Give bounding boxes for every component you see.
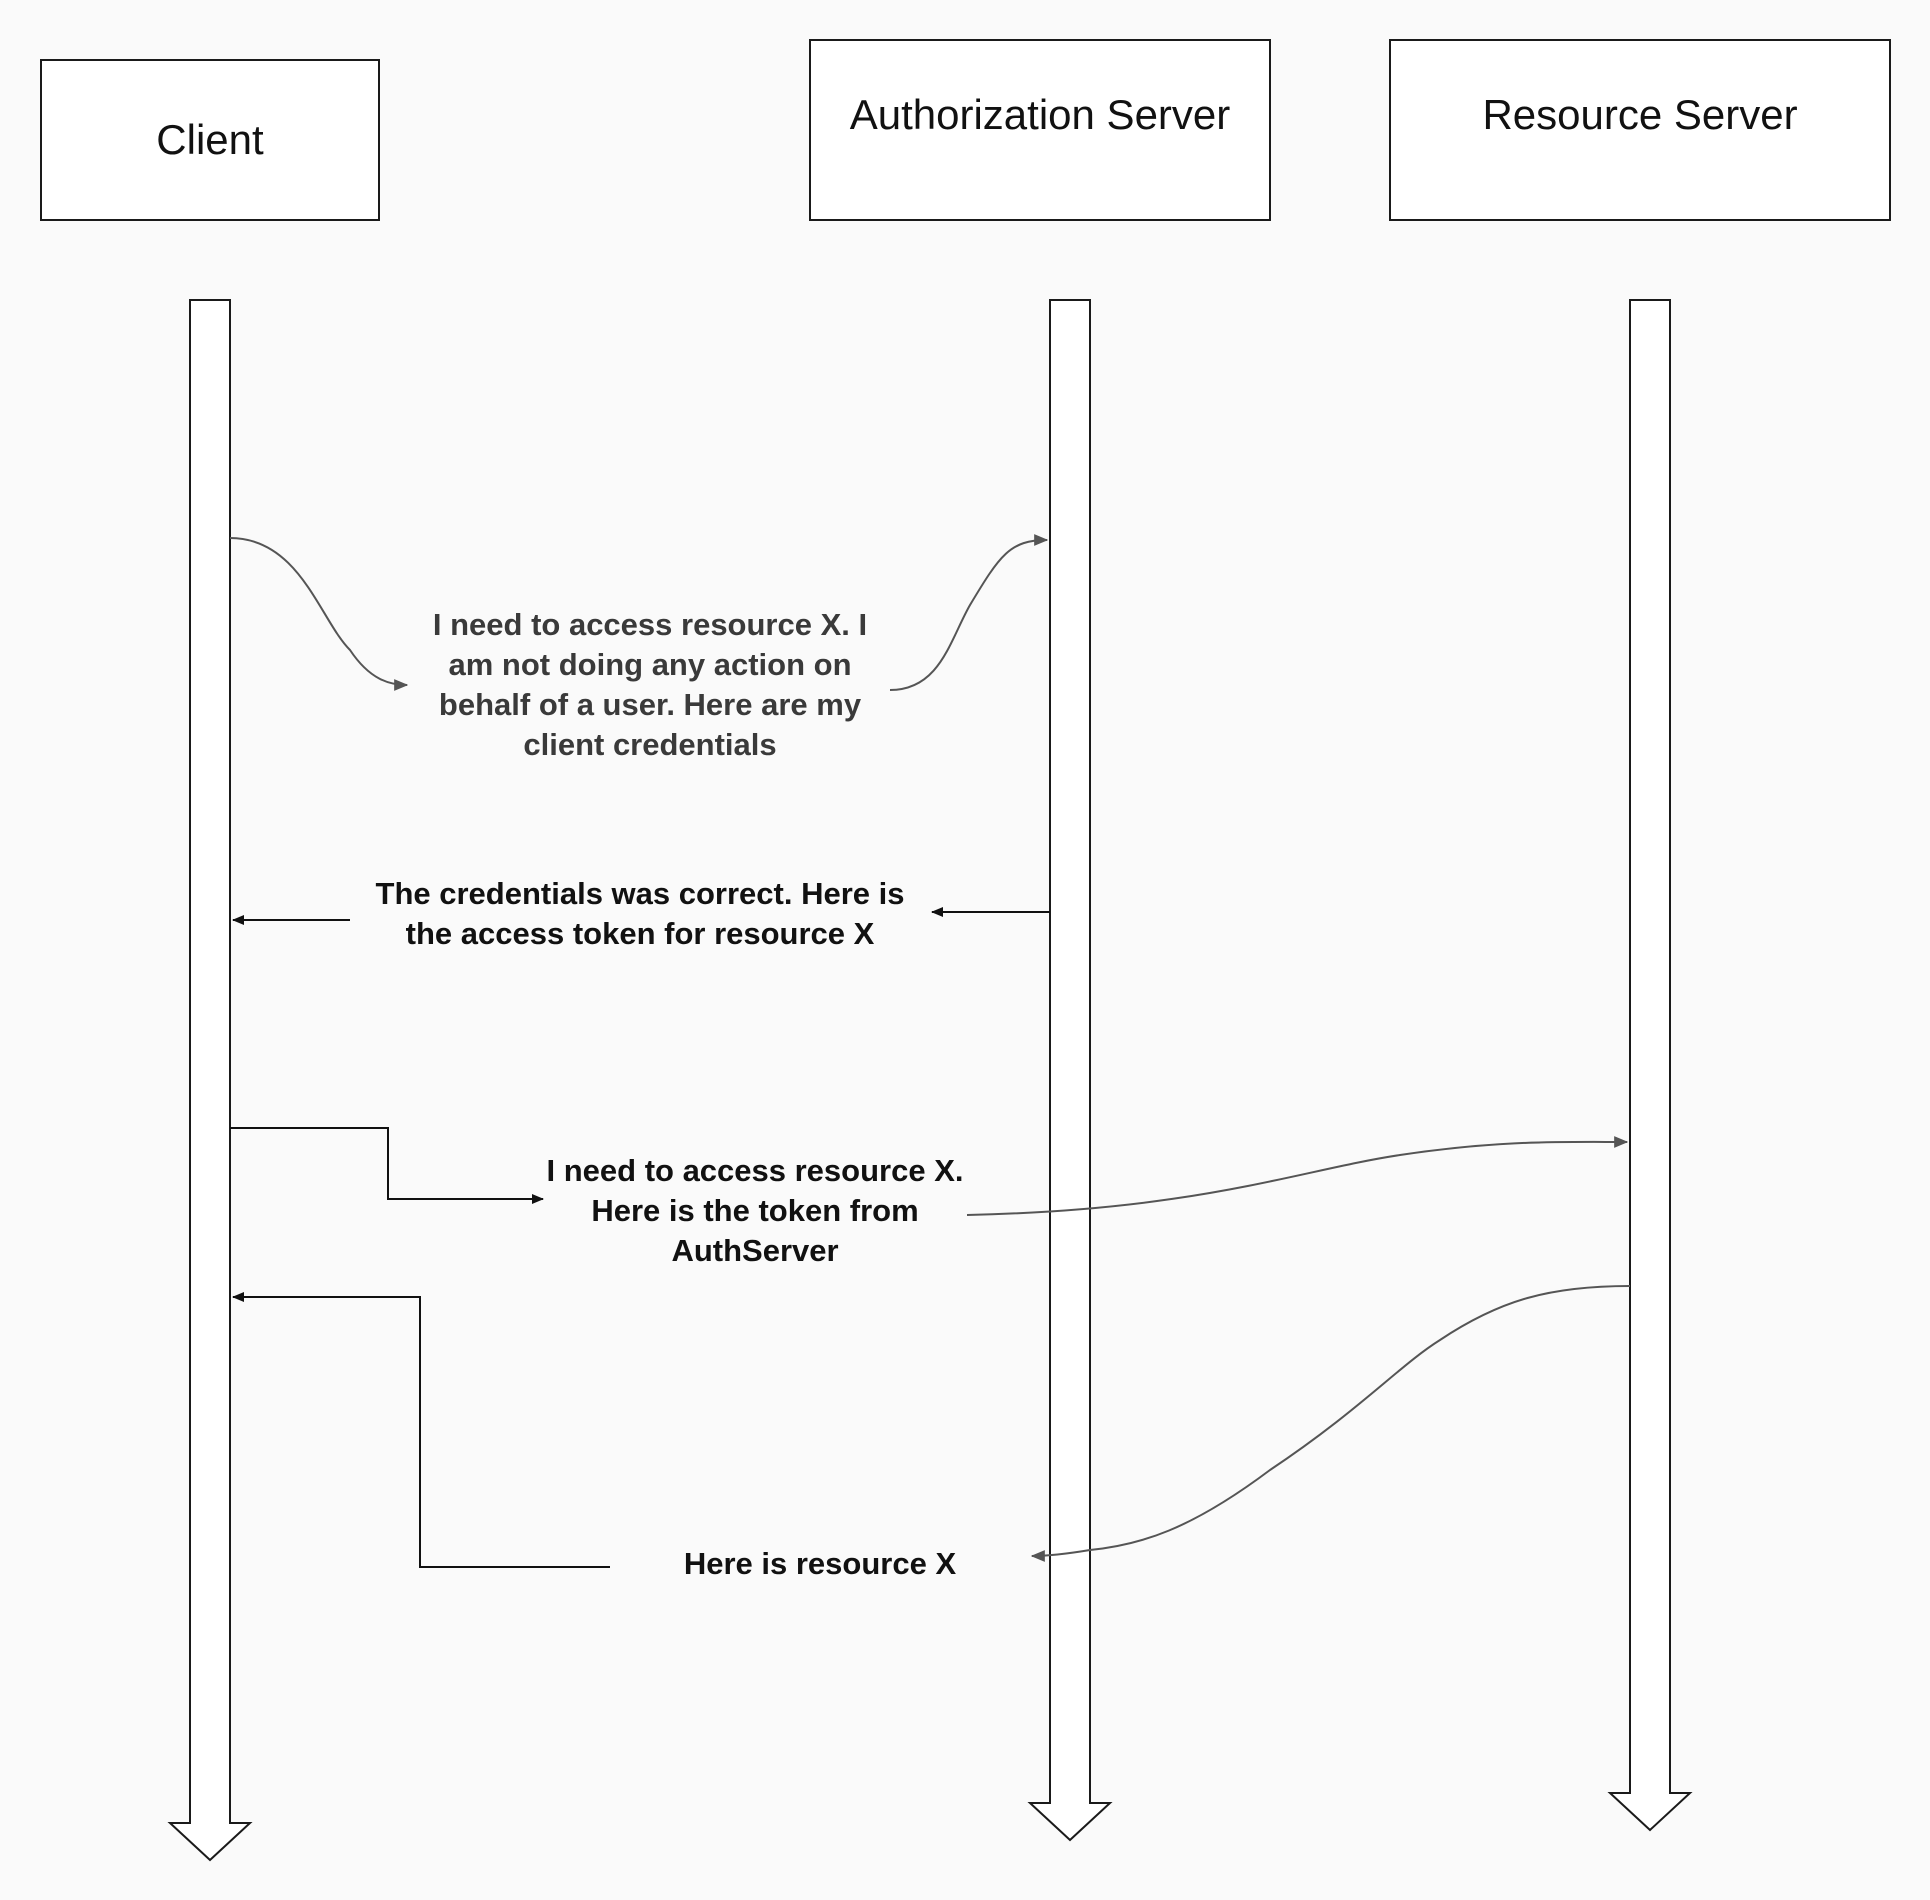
connector-m1-right [889, 534, 1049, 691]
participant-client: Client [40, 59, 380, 221]
connector-m3-left [230, 1127, 544, 1204]
lifeline-resource-server [1607, 299, 1693, 1832]
participant-resource-server: Resource Server [1389, 39, 1891, 221]
connector-m1-left [229, 537, 409, 691]
message-m2-label: The credentials was correct. Here is the… [375, 876, 905, 951]
connector-m3-right [966, 1136, 1629, 1216]
lifeline-auth-server [1027, 299, 1113, 1842]
lifeline-client [167, 299, 253, 1862]
message-m3-label: I need to access resource X. Here is the… [546, 1153, 964, 1268]
participant-client-label: Client [156, 116, 264, 163]
message-m4-label: Here is resource X [683, 1546, 957, 1581]
participant-auth-server-label: Authorization Server [849, 91, 1231, 138]
message-m1-label: I need to access resource X. I am not do… [432, 607, 868, 762]
connector-m4-left [232, 1292, 610, 1568]
participant-auth-server: Authorization Server [809, 39, 1271, 221]
participant-resource-server-label: Resource Server [1482, 91, 1798, 138]
connector-m4-right [1030, 1285, 1631, 1562]
